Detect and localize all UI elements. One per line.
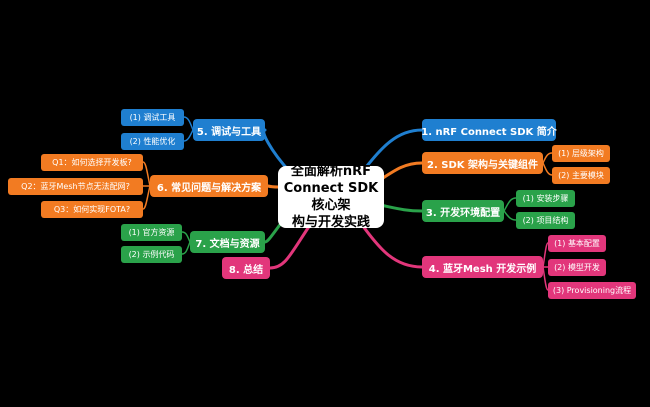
- debug-child-tools[interactable]: (1) 调试工具: [121, 109, 184, 126]
- branch-mesh-example[interactable]: 4. 蓝牙Mesh 开发示例: [422, 256, 543, 278]
- link-center-summary: [268, 223, 312, 270]
- link-faq-3: [142, 185, 151, 210]
- env-child-install[interactable]: (1) 安装步骤: [516, 190, 575, 207]
- branch-intro[interactable]: 1. nRF Connect SDK 简介: [421, 119, 557, 141]
- link-env-1: [503, 197, 517, 212]
- faq-child-q2[interactable]: Q2：蓝牙Mesh节点无法配网?: [8, 178, 143, 195]
- branch-docs-resources[interactable]: 7. 文档与资源: [190, 231, 265, 253]
- link-arch-2: [542, 162, 553, 176]
- link-center-arch: [378, 161, 424, 182]
- central-topic[interactable]: 全面解析nRF Connect SDK核心架 构与开发实践: [278, 164, 384, 230]
- branch-architecture[interactable]: 2. SDK 架构与关键组件: [422, 152, 543, 174]
- central-topic-line-1: 全面解析nRF: [290, 164, 372, 179]
- debug-child-performance[interactable]: (2) 性能优化: [121, 133, 184, 150]
- branch-environment[interactable]: 3. 开发环境配置: [422, 200, 504, 222]
- arch-child-modules[interactable]: (2) 主要模块: [552, 167, 610, 184]
- branch-debug-tools[interactable]: 5. 调试与工具: [193, 119, 265, 141]
- link-arch-1: [542, 152, 553, 164]
- env-child-structure[interactable]: (2) 项目结构: [516, 212, 575, 229]
- faq-child-q3[interactable]: Q3：如何实现FOTA?: [41, 201, 143, 218]
- central-topic-line-3: 构与开发实践: [291, 215, 370, 230]
- faq-child-q1[interactable]: Q1：如何选择开发板?: [41, 154, 143, 171]
- link-docs-2: [181, 241, 191, 255]
- docs-child-samples[interactable]: (2) 示例代码: [121, 246, 182, 263]
- mesh-child-provisioning[interactable]: (3) Provisioning流程: [548, 282, 636, 299]
- link-center-env: [378, 203, 424, 213]
- link-center-intro: [360, 128, 424, 174]
- link-mesh-3: [542, 266, 549, 291]
- branch-summary[interactable]: 8. 总结: [222, 257, 270, 279]
- link-debug-1: [183, 116, 194, 131]
- link-env-2: [503, 210, 517, 221]
- link-mesh-1: [542, 242, 549, 268]
- link-center-faq: [266, 184, 280, 189]
- link-faq-1: [142, 161, 151, 187]
- arch-child-layers[interactable]: (1) 层级架构: [552, 145, 610, 162]
- link-docs-1: [181, 231, 191, 243]
- mesh-child-basic-config[interactable]: (1) 基本配置: [548, 235, 606, 252]
- link-center-mesh: [358, 220, 424, 269]
- central-topic-line-2: Connect SDK核心架: [283, 181, 379, 213]
- link-debug-2: [183, 129, 194, 142]
- mesh-child-model-dev[interactable]: (2) 模型开发: [548, 259, 606, 276]
- docs-child-official[interactable]: (1) 官方资源: [121, 224, 182, 241]
- branch-faq[interactable]: 6. 常见问题与解决方案: [150, 175, 268, 197]
